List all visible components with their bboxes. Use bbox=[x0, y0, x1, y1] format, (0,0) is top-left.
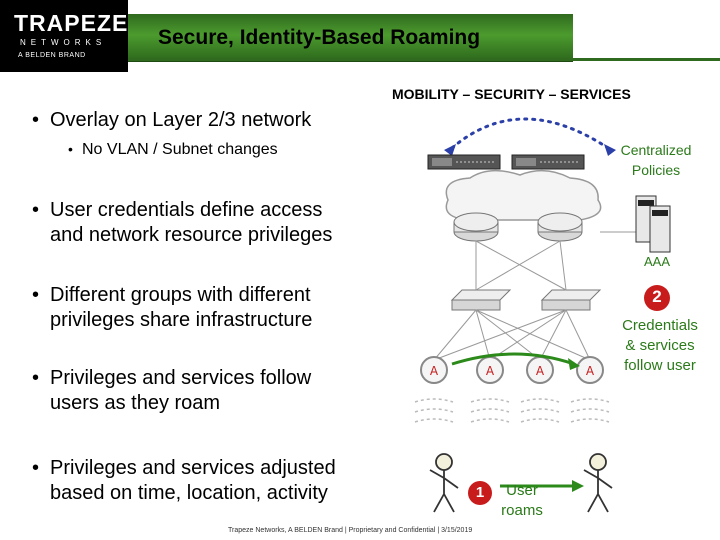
router-left bbox=[453, 212, 499, 242]
access-point-4: A bbox=[576, 356, 604, 384]
follow-arrow bbox=[451, 352, 575, 366]
svg-text:A: A bbox=[430, 364, 439, 378]
svg-text:A: A bbox=[536, 364, 545, 378]
centralized-line1: Centralized bbox=[620, 142, 692, 158]
bullet-dot: • bbox=[32, 284, 40, 306]
bullet-follow: • Privileges and services follow users a… bbox=[32, 366, 312, 416]
user-roams-label: User roams bbox=[492, 481, 552, 521]
logo-brand: A BELDEN BRAND bbox=[18, 52, 86, 59]
router-right bbox=[537, 212, 583, 242]
roam-arrow-head bbox=[572, 480, 584, 492]
header-rule bbox=[128, 58, 720, 61]
credentials-follow-label: Credentials & services follow user bbox=[604, 316, 716, 376]
arc-arrow-right bbox=[604, 144, 616, 156]
bullet-dot: • bbox=[32, 199, 40, 221]
access-point-3: A bbox=[526, 356, 554, 384]
trapeze-logo: TRAPEZE NETWORKS A BELDEN BRAND bbox=[0, 0, 128, 72]
aaa-server bbox=[635, 195, 671, 253]
bullet-groups-line1: Different groups with different bbox=[50, 284, 311, 306]
slide-title: Secure, Identity-Based Roaming bbox=[158, 26, 481, 49]
bullet-groups: • Different groups with different privil… bbox=[32, 283, 313, 333]
bullet-credentials: • User credentials define access and net… bbox=[32, 198, 333, 248]
bullet-follow-line2: users as they roam bbox=[50, 392, 221, 414]
bullet-credentials-line1: User credentials define access bbox=[50, 199, 323, 221]
sub-bullet-vlan: • No VLAN / Subnet changes bbox=[68, 141, 278, 159]
logo-sub: NETWORKS bbox=[20, 38, 107, 47]
cred-line1: Credentials bbox=[622, 317, 698, 334]
arc-arrow-left bbox=[444, 144, 456, 156]
bullet-overlay: • Overlay on Layer 2/3 network bbox=[32, 108, 312, 133]
step-2-number: 2 bbox=[652, 287, 662, 306]
controller-right bbox=[511, 154, 585, 170]
network-links bbox=[433, 231, 640, 361]
bullet-credentials-line2: and network resource privileges bbox=[50, 224, 333, 246]
centralized-policies-label: Centralized Policies bbox=[604, 140, 708, 180]
wireless-coverage bbox=[414, 398, 610, 423]
bullet-overlay-text: Overlay on Layer 2/3 network bbox=[50, 109, 312, 131]
step-1-badge bbox=[468, 481, 492, 505]
bullet-dot: • bbox=[32, 457, 40, 479]
controller-left bbox=[427, 154, 501, 170]
switch-left bbox=[450, 289, 512, 311]
bullet-adjusted: • Privileges and services adjusted based… bbox=[32, 456, 336, 506]
user-left-icon bbox=[429, 453, 459, 513]
title-bar: Secure, Identity-Based Roaming bbox=[128, 14, 573, 62]
bullet-adjusted-line1: Privileges and services adjusted bbox=[50, 457, 336, 479]
bullet-adjusted-line2: based on time, location, activity bbox=[50, 482, 328, 504]
roam-line1: User bbox=[506, 482, 538, 499]
step-1-number: 1 bbox=[475, 484, 485, 501]
footer: Trapeze Networks, A BELDEN Brand | Propr… bbox=[228, 527, 473, 534]
cred-line2: & services bbox=[625, 337, 695, 354]
access-point-2: A bbox=[476, 356, 504, 384]
bullet-groups-line2: privileges share infrastructure bbox=[50, 309, 313, 331]
bullet-dot: • bbox=[32, 109, 40, 131]
svg-text:A: A bbox=[486, 364, 495, 378]
access-point-1: A bbox=[420, 356, 448, 384]
sub-bullet-vlan-text: No VLAN / Subnet changes bbox=[82, 141, 278, 158]
switch-right bbox=[540, 289, 602, 311]
sub-bullet-dot: • bbox=[68, 141, 73, 157]
logo-name: TRAPEZE bbox=[14, 10, 129, 36]
policy-sync-arc bbox=[450, 117, 610, 150]
follow-arrow-head bbox=[568, 358, 580, 370]
tagline: MOBILITY – SECURITY – SERVICES bbox=[392, 86, 631, 102]
svg-text:A: A bbox=[586, 364, 595, 378]
bullet-follow-line1: Privileges and services follow bbox=[50, 367, 312, 389]
user-right-icon bbox=[583, 453, 613, 513]
aaa-label: AAA bbox=[643, 254, 670, 269]
centralized-line2: Policies bbox=[631, 162, 681, 178]
step-2-badge bbox=[644, 285, 670, 311]
roam-line2: roams bbox=[501, 502, 543, 519]
cred-line3: follow user bbox=[624, 357, 696, 374]
bullet-dot: • bbox=[32, 367, 40, 389]
network-cloud bbox=[445, 169, 602, 221]
